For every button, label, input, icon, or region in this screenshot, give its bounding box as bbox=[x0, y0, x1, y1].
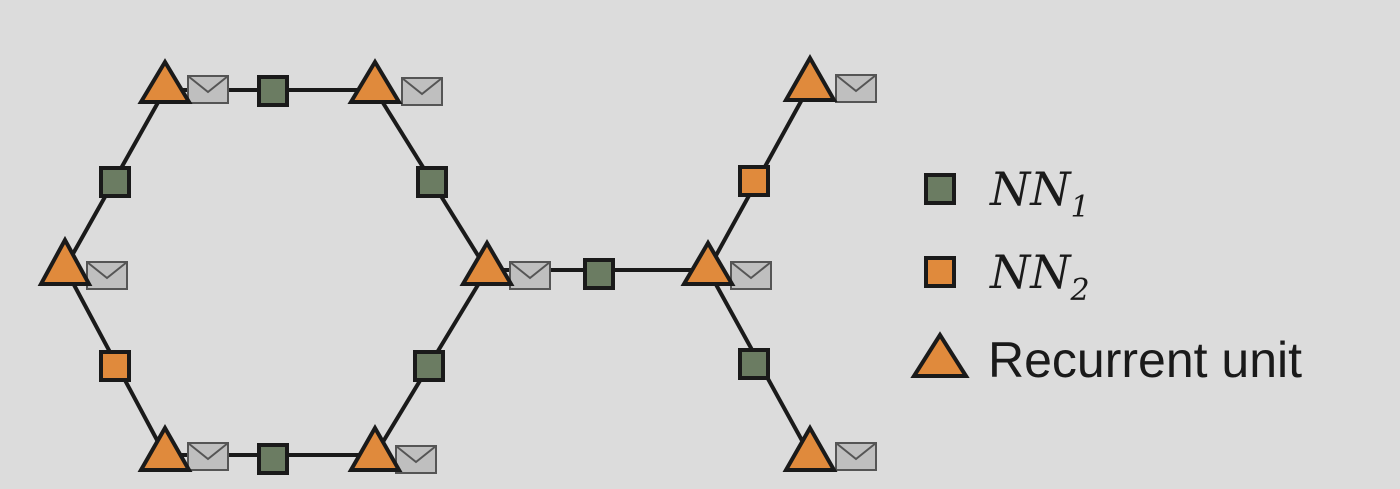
recurrent-unit-triangle bbox=[347, 423, 403, 472]
nn1-node bbox=[416, 166, 448, 198]
recurrent-unit-triangle bbox=[137, 58, 193, 104]
nn1-node bbox=[738, 348, 770, 380]
legend-nn2-swatch bbox=[924, 256, 956, 288]
nn2-node bbox=[99, 350, 131, 382]
envelope-icon bbox=[401, 77, 443, 106]
nn1-node bbox=[257, 443, 289, 475]
recurrent-unit-triangle bbox=[782, 53, 838, 102]
envelope-icon bbox=[509, 261, 551, 290]
nn2-nodes bbox=[99, 165, 770, 382]
envelope-icon bbox=[187, 442, 229, 471]
envelope-icon bbox=[730, 261, 772, 290]
recurrent-unit-triangle bbox=[347, 58, 403, 104]
legend-recurrent-label: Recurrent unit bbox=[988, 332, 1302, 388]
nn1-nodes bbox=[99, 75, 770, 475]
recurrent-unit-triangle bbox=[459, 239, 515, 286]
recurrent-unit-triangle bbox=[37, 235, 93, 286]
legend-recurrent-triangle bbox=[910, 331, 970, 378]
nn1-node bbox=[257, 75, 289, 107]
recurrent-unit-triangle bbox=[137, 423, 193, 472]
recurrent-unit-triangle bbox=[680, 239, 736, 286]
nn1-node bbox=[99, 166, 131, 198]
legend: NN1 NN2 Recurrent unit bbox=[910, 162, 1302, 388]
message-icons bbox=[86, 74, 877, 474]
envelope-icon bbox=[395, 445, 437, 474]
legend-nn2-label: NN2 bbox=[989, 245, 1090, 308]
envelope-icon bbox=[86, 261, 128, 290]
legend-nn1-swatch bbox=[924, 173, 956, 205]
nn1-node bbox=[583, 258, 615, 290]
envelope-icon bbox=[187, 75, 229, 104]
nn1-node bbox=[413, 350, 445, 382]
nn2-node bbox=[738, 165, 770, 197]
envelope-icon bbox=[835, 442, 877, 471]
recurrent-unit-triangle bbox=[782, 423, 838, 472]
legend-nn1-label: NN1 bbox=[989, 162, 1090, 225]
recurrent-units bbox=[37, 53, 838, 472]
envelope-icon bbox=[835, 74, 877, 103]
